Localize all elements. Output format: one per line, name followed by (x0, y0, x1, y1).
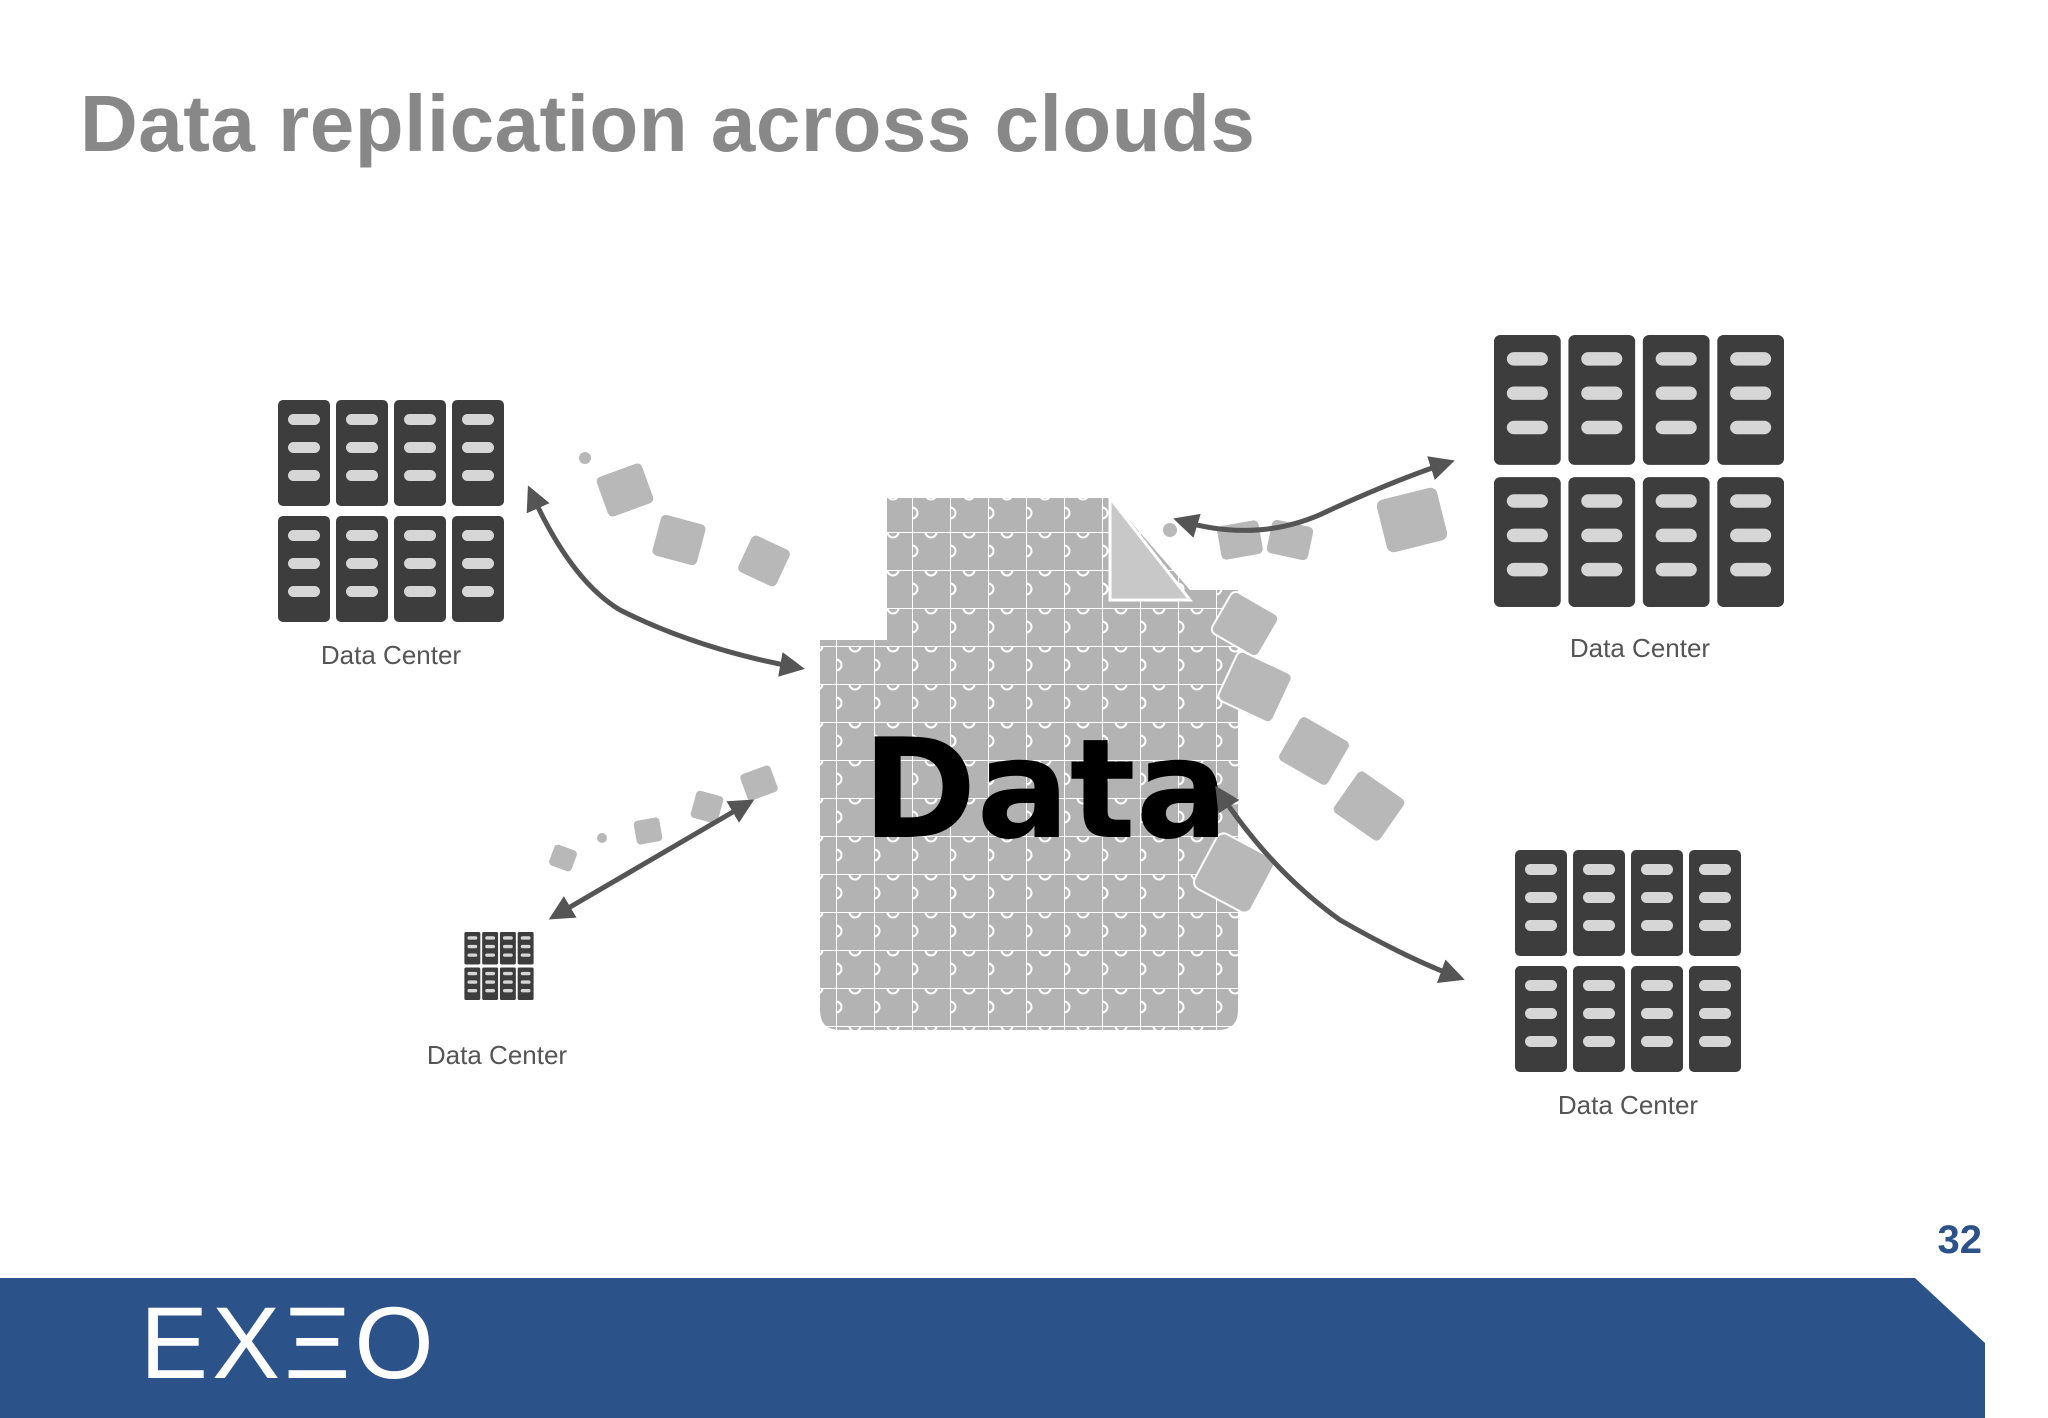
server-unit (452, 516, 504, 622)
server-unit (464, 967, 481, 1000)
server-unit (452, 400, 504, 506)
page-number: 32 (1937, 1218, 1983, 1262)
server-unit (1631, 966, 1683, 1072)
slide-title: Data replication across clouds (80, 79, 1256, 168)
data-center-label: Data Center (320, 640, 462, 670)
server-unit (1689, 966, 1741, 1072)
server-unit (499, 932, 516, 965)
server-unit (278, 400, 330, 506)
server-rack-icon (1494, 335, 1784, 607)
data-center-label: Data Center (1569, 633, 1711, 663)
central-data-document: Data (547, 450, 1450, 1030)
data-center-label: Data Center (1557, 1090, 1699, 1120)
server-unit (1568, 477, 1636, 607)
data-label: Data (862, 709, 1229, 870)
server-unit (499, 967, 516, 1000)
server-unit (1573, 966, 1625, 1072)
server-unit (464, 932, 481, 965)
server-unit (1494, 477, 1561, 607)
server-unit (336, 516, 388, 622)
server-unit (1515, 850, 1567, 956)
data-center-top-right (1494, 335, 1784, 607)
server-unit (1717, 477, 1784, 607)
data-center-top-left (278, 400, 504, 622)
server-unit (1717, 335, 1784, 465)
server-unit (1689, 850, 1741, 956)
server-unit (1573, 850, 1625, 956)
data-center-bottom-left (455, 932, 543, 1000)
server-unit (1494, 335, 1561, 465)
exeo-logo: EXΞO (140, 1286, 438, 1400)
server-rack-icon (1515, 850, 1741, 1072)
server-unit (278, 516, 330, 622)
server-rack-icon (278, 400, 504, 622)
data-center-label: Data Center (426, 1040, 568, 1070)
server-unit (1568, 335, 1636, 465)
server-unit (482, 932, 499, 965)
server-rack-icon (464, 932, 534, 1000)
data-center-bottom-right (1515, 850, 1741, 1072)
server-unit (1631, 850, 1683, 956)
footer-bar (0, 1278, 1985, 1418)
arrow-bottom-right (1215, 785, 1465, 983)
server-unit (336, 400, 388, 506)
arrow-bottom-left (548, 799, 755, 920)
server-unit (394, 516, 446, 622)
server-unit (482, 967, 499, 1000)
server-unit (1642, 335, 1710, 465)
server-unit (394, 400, 446, 506)
server-unit (517, 967, 534, 1000)
server-unit (517, 932, 534, 965)
server-unit (1642, 477, 1710, 607)
arrow-top-left (526, 485, 805, 677)
server-unit (1515, 966, 1567, 1072)
arrow-top-right (1173, 456, 1455, 538)
replication-arrows (526, 456, 1465, 983)
